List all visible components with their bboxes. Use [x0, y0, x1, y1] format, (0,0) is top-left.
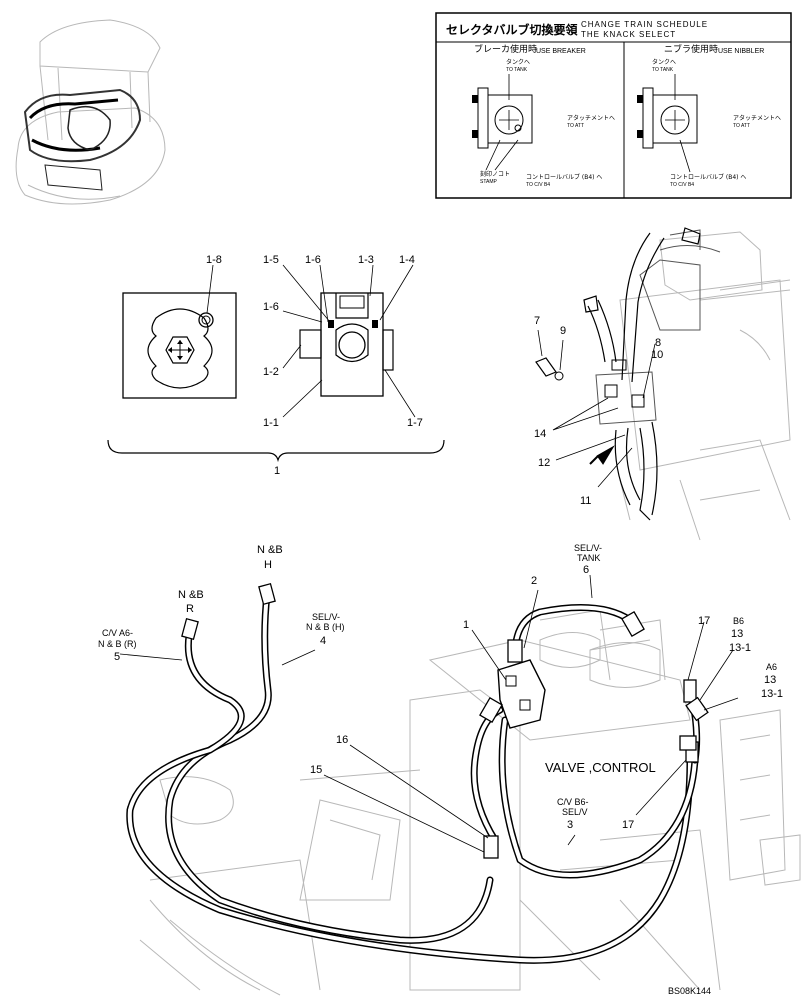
valve-mount-assembly — [535, 227, 791, 541]
selector-title-en-2: THE KNACK SELECT — [581, 30, 676, 39]
breaker-header-en: USE BREAKER — [536, 48, 586, 55]
label-14: 14 — [534, 428, 546, 440]
label-1-1: 1-1 — [263, 417, 279, 429]
label-3: 3 — [567, 819, 573, 831]
selector-instruction-box: セレクタバルブ切換要領 CHANGE TRAIN SCHEDULE THE KN… — [435, 12, 792, 199]
label-5: 5 — [114, 651, 120, 663]
breaker-stamp-jp: 刻印ノコト — [480, 170, 510, 178]
label-13-1-top: 13-1 — [729, 642, 751, 654]
breaker-valve-drawing — [472, 74, 533, 171]
breaker-att-en: TO ATT — [567, 123, 584, 129]
machine-frame — [139, 609, 801, 996]
label-nb-r-1: N &B — [178, 589, 204, 601]
label-6: 6 — [583, 564, 589, 576]
label-17-top: 17 — [698, 615, 710, 627]
label-1-2: 1-2 — [263, 366, 279, 378]
selector-title-en-1: CHANGE TRAIN SCHEDULE — [581, 20, 708, 29]
label-selv-tank-2: TANK — [577, 553, 600, 563]
label-1-5: 1-5 — [263, 254, 279, 266]
drawing-code: BS08K144 — [668, 986, 711, 996]
label-cv-b6-2: SEL/V — [562, 807, 588, 817]
label-cv-a6-2: N & B (R) — [98, 639, 137, 649]
excavator-thumbnail — [15, 19, 166, 205]
label-1-7: 1-7 — [407, 417, 423, 429]
hose-fittings — [181, 582, 709, 859]
nibbler-cv-jp: コントロールバルブ (B4) へ — [670, 173, 746, 181]
label-12: 12 — [538, 457, 550, 469]
breaker-cv-jp: コントロールバルブ (B4) へ — [526, 173, 602, 181]
label-13-bottom: 13 — [764, 674, 776, 686]
label-nb-r-2: R — [186, 603, 194, 615]
nibbler-valve-drawing — [637, 74, 698, 173]
label-2: 2 — [531, 575, 537, 587]
breaker-tank-en: TO TANK — [506, 67, 528, 73]
label-1: 1 — [274, 465, 280, 477]
breaker-att-jp: アタッチメントへ — [567, 114, 615, 122]
nibbler-header-jp: ニブラ使用時 — [664, 43, 718, 55]
label-sel-2: N & B (H) — [306, 622, 345, 632]
label-valve-control: VALVE ,CONTROL — [545, 760, 656, 775]
label-17-bottom: 17 — [622, 819, 634, 831]
label-cv-b6-1: C/V B6- — [557, 797, 589, 807]
nibbler-tank-en: TO TANK — [652, 67, 674, 73]
label-4: 4 — [320, 635, 326, 647]
label-1-6-side: 1-6 — [263, 301, 279, 313]
breaker-tank-jp: タンクへ — [506, 58, 530, 66]
valve-front-view — [122, 264, 237, 399]
nibbler-tank-jp: タンクへ — [652, 58, 676, 66]
label-10: 10 — [651, 349, 663, 361]
label-nb-h-2: H — [264, 559, 272, 571]
detail-bracket — [107, 439, 445, 463]
label-7: 7 — [534, 315, 540, 327]
valve-section-view — [282, 264, 416, 418]
breaker-cv-en: TO C/V B4 — [526, 182, 550, 188]
label-1-3: 1-3 — [358, 254, 374, 266]
label-1-6-top: 1-6 — [305, 254, 321, 266]
label-sel-1: SEL/V- — [312, 612, 340, 622]
label-cv-a6-1: C/V A6- — [102, 628, 133, 638]
label-a6: A6 — [766, 662, 777, 672]
label-15: 15 — [310, 764, 322, 776]
label-9: 9 — [560, 325, 566, 337]
nibbler-att-en: TO ATT — [733, 123, 750, 129]
nibbler-att-jp: アタッチメントへ — [733, 114, 781, 122]
label-b6: B6 — [733, 616, 744, 626]
label-8: 8 — [655, 337, 661, 349]
hose-routing — [126, 591, 701, 964]
selector-title-jp: セレクタバルブ切換要領 — [446, 22, 579, 37]
nibbler-cv-en: TO C/V B4 — [670, 182, 694, 188]
label-13-top: 13 — [731, 628, 743, 640]
label-11: 11 — [580, 495, 591, 507]
nibbler-header-en: USE NIBBLER — [718, 48, 764, 55]
label-selv-tank-1: SEL/V- — [574, 543, 602, 553]
breaker-header-jp: ブレーカ使用時 — [474, 43, 537, 55]
label-1-4: 1-4 — [399, 254, 415, 266]
label-hose-1: 1 — [463, 619, 469, 631]
label-16: 16 — [336, 734, 348, 746]
label-nb-h-1: N &B — [257, 544, 283, 556]
label-13-1-bottom: 13-1 — [761, 688, 783, 700]
label-1-8: 1-8 — [206, 254, 222, 266]
breaker-stamp-en: STAMP — [480, 179, 498, 185]
hose-leaders — [119, 574, 739, 853]
